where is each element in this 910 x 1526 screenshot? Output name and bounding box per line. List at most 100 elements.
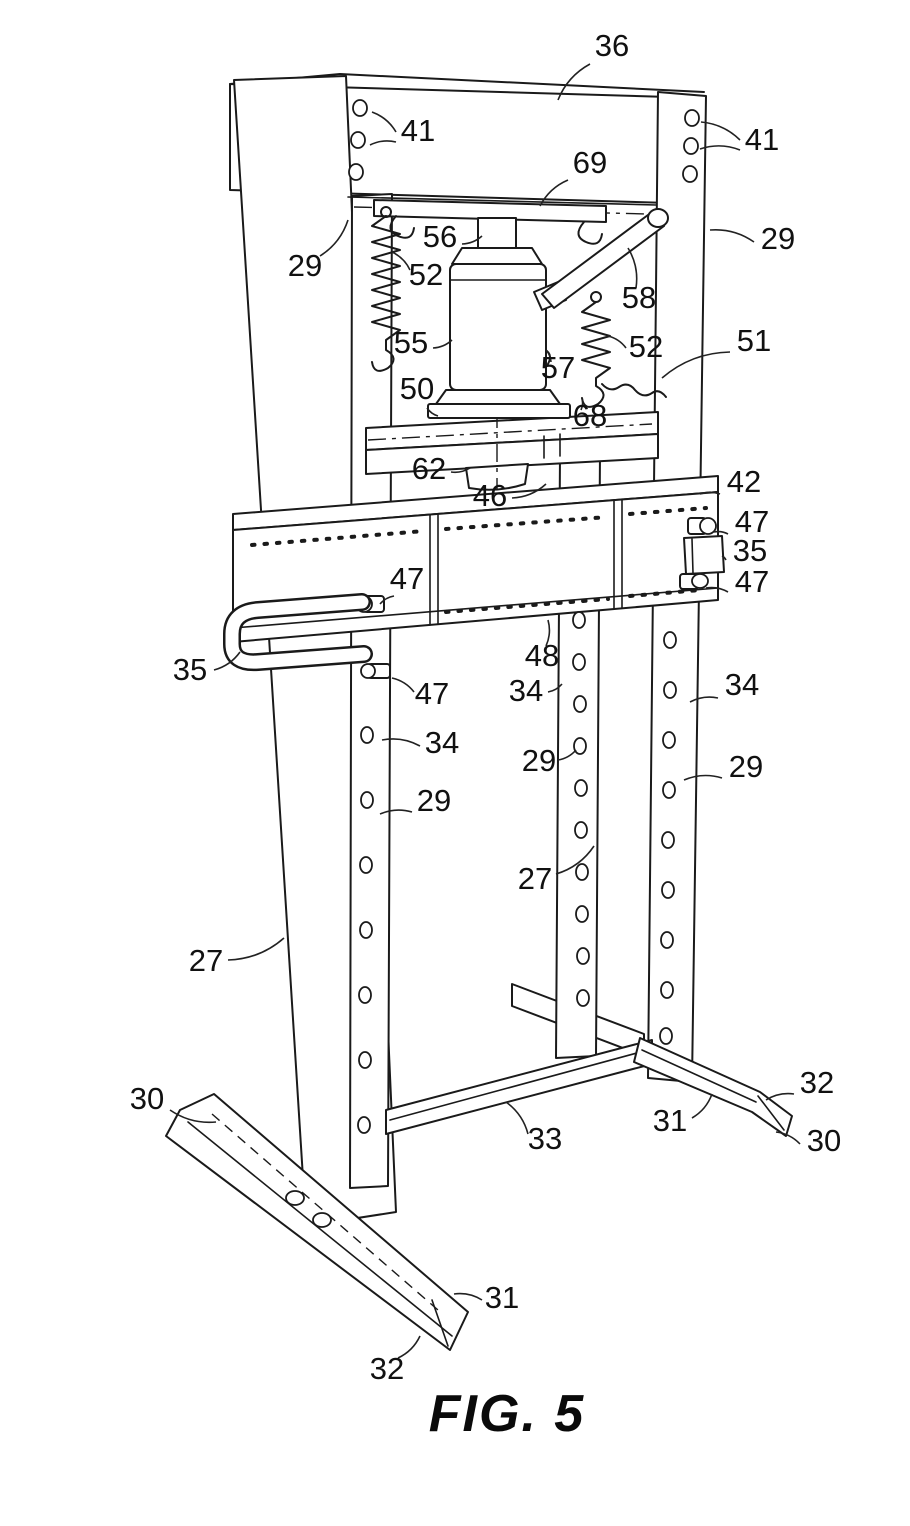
pin-hole-34 xyxy=(573,695,587,713)
ref-label-29: 29 xyxy=(288,248,322,283)
weld-dots xyxy=(250,529,426,547)
return-spring-52-right xyxy=(581,301,611,408)
pin-hole-34 xyxy=(359,856,373,874)
pin-hole-34 xyxy=(575,863,589,881)
leader-line-30 xyxy=(169,1109,217,1124)
right-leg-31 xyxy=(633,1037,793,1137)
leader-line-47 xyxy=(713,530,729,535)
ref-label-58: 58 xyxy=(622,280,656,315)
ref-label-42: 42 xyxy=(727,464,761,499)
pin-hole-34 xyxy=(573,737,587,755)
leader-line-41 xyxy=(700,121,741,141)
leader-line-50 xyxy=(426,407,439,417)
jack-assembly xyxy=(353,199,669,490)
ref-label-29: 29 xyxy=(761,221,795,256)
leader-line-32 xyxy=(397,1335,421,1359)
pin-hole-34 xyxy=(576,989,590,1007)
ref-label-35: 35 xyxy=(733,533,767,568)
ref-label-29: 29 xyxy=(729,749,763,784)
leader-line-41 xyxy=(369,140,397,146)
ref-label-56: 56 xyxy=(423,219,457,254)
leader-line-27 xyxy=(227,937,285,961)
spring-hanger-hook xyxy=(577,221,603,245)
leader-line-46 xyxy=(511,483,547,499)
frame-holes xyxy=(348,99,700,1134)
ref-label-51: 51 xyxy=(737,323,771,358)
ref-label-48: 48 xyxy=(525,638,559,673)
pin-hole-34 xyxy=(663,681,677,699)
pin-hole-34 xyxy=(661,881,675,899)
ref-label-29: 29 xyxy=(417,783,451,818)
bed-centerline xyxy=(367,423,653,441)
left-leg-tip-32 xyxy=(431,1299,449,1347)
bolt-hole-41 xyxy=(682,165,698,183)
leader-line-62 xyxy=(450,467,471,474)
pin-hole-34 xyxy=(574,821,588,839)
leader-line-48 xyxy=(545,619,551,647)
floor-brace-33 xyxy=(385,1039,653,1135)
leader-line-51 xyxy=(661,351,731,379)
table-bottom-lip xyxy=(232,587,719,629)
bolt-hole-41 xyxy=(350,131,366,149)
beam-lower-lip xyxy=(347,196,657,206)
ram-plate-69 xyxy=(373,199,607,223)
pin-hole-34 xyxy=(360,791,374,809)
ref-label-31: 31 xyxy=(485,1280,519,1315)
ref-label-41: 41 xyxy=(745,122,779,157)
pin-hole-34 xyxy=(572,611,586,629)
leader-line-34 xyxy=(547,683,563,693)
ref-label-30: 30 xyxy=(130,1081,164,1116)
right-leg-edge xyxy=(641,1049,757,1103)
leader-line-29 xyxy=(709,228,755,243)
ref-label-52: 52 xyxy=(629,329,663,364)
ref-label-69: 69 xyxy=(573,145,607,180)
ref-label-55: 55 xyxy=(394,325,428,360)
ref-label-32: 32 xyxy=(370,1351,404,1386)
ref-label-47: 47 xyxy=(735,564,769,599)
leader-line-69 xyxy=(539,179,569,207)
ref-label-52: 52 xyxy=(409,257,443,292)
spring-eye xyxy=(590,291,602,303)
leader-line-56 xyxy=(461,235,483,245)
leader-line-29 xyxy=(683,774,723,781)
ram-nose-62 xyxy=(465,463,529,491)
pin-hole-34 xyxy=(660,981,674,999)
ref-label-68: 68 xyxy=(573,398,607,433)
ref-label-47: 47 xyxy=(415,676,449,711)
jack-base-flare xyxy=(435,389,561,405)
pin-hole-34 xyxy=(358,1051,372,1069)
ref-label-29: 29 xyxy=(522,743,556,778)
leader-line-33 xyxy=(505,1101,529,1135)
figure-caption: FIG. 5 xyxy=(428,1385,586,1443)
leader-line-41 xyxy=(699,145,741,151)
pin-hole-34 xyxy=(661,831,675,849)
ref-label-34: 34 xyxy=(725,667,759,702)
rail-pin-47-end xyxy=(360,663,376,679)
ref-label-34: 34 xyxy=(509,673,543,708)
left-leg-pin xyxy=(312,1212,332,1228)
jack-body-55 xyxy=(449,263,547,391)
leader-line-68 xyxy=(580,397,584,411)
ref-label-34: 34 xyxy=(425,725,459,760)
pin-hole-34 xyxy=(662,781,676,799)
pin-hole-34 xyxy=(359,921,373,939)
pin-hole-34 xyxy=(659,1027,673,1045)
ref-label-27: 27 xyxy=(518,861,552,896)
jack-base-plate-50 xyxy=(427,403,571,419)
ref-label-50: 50 xyxy=(400,371,434,406)
left-leg-edge xyxy=(187,1121,453,1337)
bolt-hole-41 xyxy=(352,99,368,117)
table-pin-47-end xyxy=(699,517,717,535)
leader-line-34 xyxy=(689,696,719,703)
spring-hanger-hook xyxy=(389,215,415,239)
jack-piston-56 xyxy=(477,217,517,249)
ref-label-35: 35 xyxy=(173,652,207,687)
leader-line-27 xyxy=(555,845,595,875)
pin-hole-34 xyxy=(574,779,588,797)
leader-line-29 xyxy=(319,219,349,257)
pin-hole-34 xyxy=(360,726,374,744)
ref-label-41: 41 xyxy=(401,113,435,148)
leader-line-30 xyxy=(775,1131,801,1145)
